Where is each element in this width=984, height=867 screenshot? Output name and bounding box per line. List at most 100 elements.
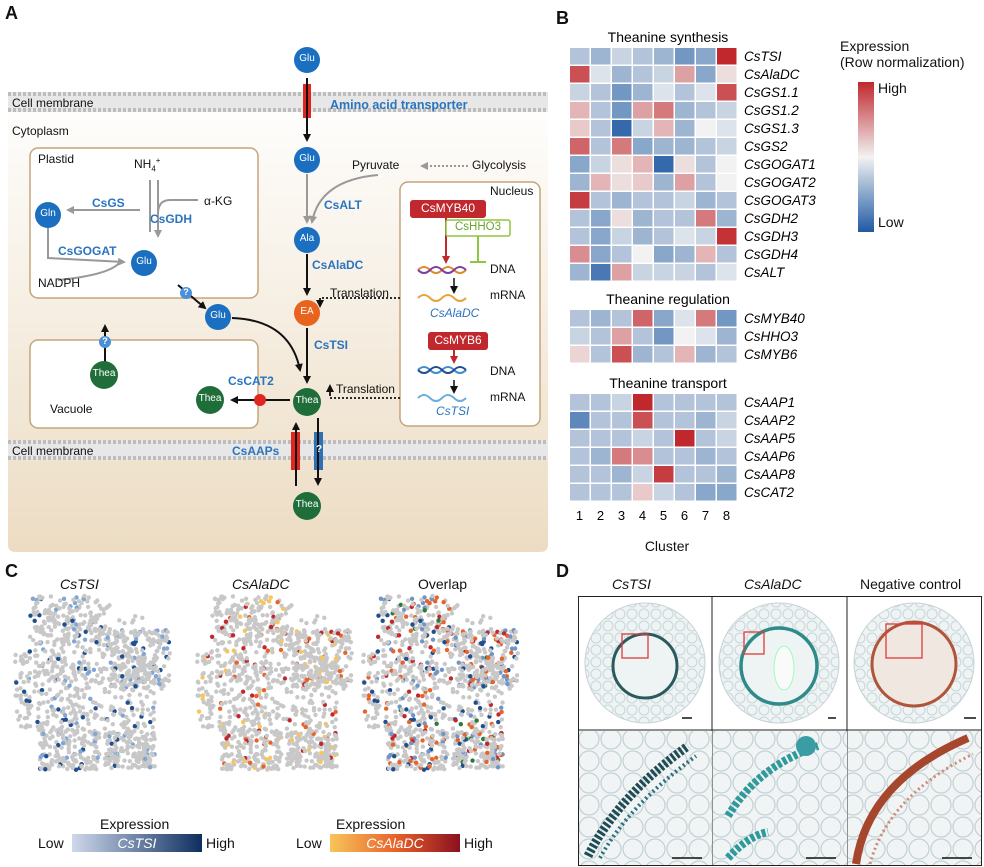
- heatmap-cell: [633, 192, 653, 209]
- heatmap-cell: [717, 448, 737, 465]
- heatmap-cell: [612, 120, 632, 137]
- thea-circle-bottom: [293, 492, 321, 520]
- micrograph-aladc-overview: [718, 602, 840, 724]
- myb40-box: [410, 200, 486, 218]
- micrograph-aladc-zoom: [713, 731, 847, 865]
- heatmap-cell: [633, 448, 653, 465]
- heatmap-cell: [591, 264, 611, 281]
- heatmap-cell: [591, 328, 611, 345]
- heatmap-cell: [570, 192, 590, 209]
- heatmap-cell: [633, 174, 653, 191]
- tsi-mrna-label: CsTSI: [436, 404, 470, 418]
- heatmap-cell: [717, 310, 737, 327]
- myb6-box: [428, 332, 488, 350]
- aladc-mrna-label: CsAlaDC: [430, 306, 480, 320]
- panel-c-tsne-plots: [13, 593, 520, 772]
- heatmap-cell: [717, 412, 737, 429]
- nadph-label: NADPH: [38, 276, 81, 290]
- heatmap-cell: [570, 210, 590, 227]
- cs-gogat-label: CsGOGAT: [58, 244, 117, 258]
- heatmap-cell: [696, 102, 716, 119]
- heatmap-gene-label: CsMYB40: [744, 311, 805, 326]
- glu-label-top: Glu: [299, 53, 315, 64]
- heatmap-cell: [570, 228, 590, 245]
- dna-label-2: DNA: [490, 364, 516, 378]
- heatmap-gene-label: CsMYB6: [744, 347, 798, 362]
- heatmap-cell: [654, 264, 674, 281]
- heatmap-cell: [612, 156, 632, 173]
- heatmap-cell: [633, 210, 653, 227]
- heatmap-gene-label: CsGS1.2: [744, 103, 799, 118]
- mrna-label-2: mRNA: [490, 390, 526, 404]
- heatmap-cell: [654, 210, 674, 227]
- heatmap-cell: [612, 466, 632, 483]
- colorbar-low-label: Low: [878, 214, 904, 230]
- heatmap-cell: [612, 264, 632, 281]
- panel-b-heatmap: Theanine synthesisCsTSICsAlaDCCsGS1.1CsG…: [570, 29, 816, 523]
- dna-label-1: DNA: [490, 262, 516, 276]
- heatmap-gene-label: CsGS1.3: [744, 121, 799, 136]
- heatmap-gene-label: CsALT: [744, 265, 786, 280]
- myb6-label: CsMYB6: [434, 333, 482, 347]
- heatmap-cell: [654, 466, 674, 483]
- heatmap-cell: [591, 246, 611, 263]
- heatmap-cell: [591, 66, 611, 83]
- amino-acid-transporter-label: Amino acid transporter: [330, 98, 468, 112]
- hho3-label: CsHHO3: [454, 221, 501, 233]
- heatmap-cell: [696, 246, 716, 263]
- cs-aladc-label: CsAlaDC: [312, 258, 364, 272]
- heatmap-cell: [717, 264, 737, 281]
- heatmap-cell: [633, 394, 653, 411]
- heatmap-cell: [591, 210, 611, 227]
- micrograph-tsi-zoom: [579, 731, 712, 865]
- heatmap-cell: [675, 48, 695, 65]
- thea-circle-center: [293, 388, 321, 416]
- legend1-high: High: [206, 835, 235, 851]
- micrograph-title-aladc: CsAlaDC: [744, 576, 802, 592]
- colorbar-high-label: High: [878, 80, 907, 96]
- heatmap-cell: [717, 66, 737, 83]
- cs-gs-label: CsGS: [92, 196, 125, 210]
- thea-label-cat2: Thea: [198, 393, 222, 404]
- heatmap-cell: [591, 412, 611, 429]
- heatmap-cell: [591, 394, 611, 411]
- heatmap-cell: [591, 138, 611, 155]
- cluster-tick-label: 4: [639, 508, 646, 523]
- heatmap-cell: [696, 138, 716, 155]
- heatmap-cell: [570, 156, 590, 173]
- heatmap-cell: [696, 310, 716, 327]
- heatmap-cell: [612, 66, 632, 83]
- heatmap-legend-title: Expression (Row normalization): [840, 38, 965, 70]
- heatmap-cell: [612, 430, 632, 447]
- heatmap-cell: [675, 430, 695, 447]
- heatmap-gene-label: CsAAP6: [744, 449, 796, 464]
- cs-gdh-label: CsGDH: [150, 212, 193, 226]
- heatmap-cell: [675, 120, 695, 137]
- heatmap-cell: [696, 466, 716, 483]
- heatmap-cell: [612, 84, 632, 101]
- heatmap-cell: [633, 246, 653, 263]
- heatmap-cell: [654, 102, 674, 119]
- heatmap-gene-label: CsGS1.1: [744, 85, 799, 100]
- tsne-plot-aladc: [195, 593, 354, 772]
- heatmap-cell: [570, 120, 590, 137]
- heatmap-cell: [612, 346, 632, 363]
- panel-letter-b: B: [556, 8, 569, 28]
- question-badge-vacuole: [99, 336, 111, 348]
- tsne-plot-tsi: [13, 593, 172, 772]
- heatmap-cell: [675, 264, 695, 281]
- question-label-transporter: ?: [315, 444, 323, 455]
- heatmap-cell: [717, 328, 737, 345]
- heatmap-cell: [675, 394, 695, 411]
- heatmap-cell: [633, 228, 653, 245]
- heatmap-cell: [591, 102, 611, 119]
- heatmap-cell: [717, 192, 737, 209]
- heatmap-cell: [612, 210, 632, 227]
- heatmap-cell: [675, 210, 695, 227]
- heatmap-cell: [570, 174, 590, 191]
- heatmap-cell: [570, 310, 590, 327]
- heatmap-cell: [696, 120, 716, 137]
- heatmap-cell: [570, 66, 590, 83]
- heatmap-cell: [570, 346, 590, 363]
- heatmap-cell: [654, 328, 674, 345]
